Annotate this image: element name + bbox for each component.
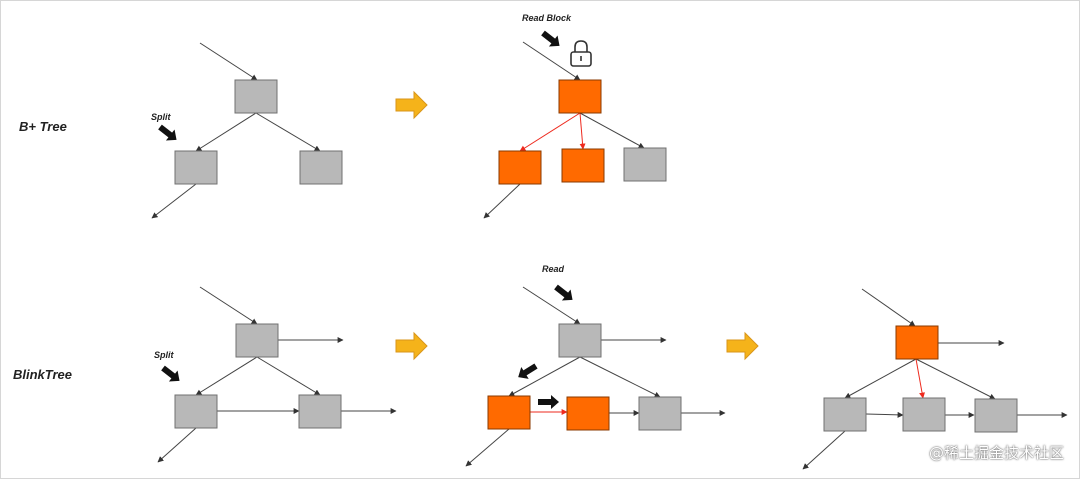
red-edge (915, 358, 925, 399)
edge (522, 41, 581, 81)
middle-child-node (902, 397, 946, 432)
edge (522, 286, 581, 325)
new-sibling-node-orange (566, 396, 610, 431)
annotation-read: Read (542, 264, 565, 274)
blink-read-panel (465, 284, 726, 467)
right-child-node (974, 398, 1018, 433)
edge (199, 42, 258, 81)
left-child-node (823, 397, 867, 432)
right-child-node (299, 150, 343, 185)
root-node (234, 79, 278, 114)
annotation-split-bplus: Split (151, 112, 171, 122)
edge (861, 288, 916, 327)
bplus-read-block-panel (483, 30, 667, 219)
edge (802, 430, 846, 470)
edge (199, 286, 258, 325)
edge (915, 358, 996, 400)
annotation-split-blink: Split (154, 350, 174, 360)
step-arrow-icon (726, 331, 759, 361)
pointer-arrow-icon (538, 395, 559, 409)
blink-split-panel (157, 286, 397, 463)
root-node (235, 323, 279, 358)
watermark: @稀土掘金技术社区 (928, 444, 1064, 462)
red-edge (519, 112, 581, 152)
row-label-blink: BlinkTree (13, 367, 73, 382)
edge (256, 356, 321, 396)
edge (255, 112, 321, 152)
root-node-locked (558, 79, 602, 114)
edge (483, 183, 521, 219)
edge (508, 356, 581, 397)
bplus-split-panel (151, 42, 343, 219)
pointer-arrow-icon (541, 30, 560, 47)
edge (844, 358, 917, 399)
left-child-node-orange (487, 395, 531, 430)
step-arrow-icon (395, 331, 428, 361)
left-child-node-orange (498, 150, 542, 185)
row-label-bplus: B+ Tree (19, 119, 67, 134)
annotation-read-block: Read Block (522, 13, 572, 23)
red-edge (579, 112, 586, 150)
blink-result-panel (802, 288, 1068, 470)
pointer-arrow-icon (518, 363, 538, 379)
root-node-orange (895, 325, 939, 360)
left-child-node (174, 150, 218, 185)
root-node (558, 323, 602, 358)
edge (579, 112, 645, 149)
edge (465, 428, 510, 467)
right-child-node (298, 394, 342, 429)
pointer-arrow-icon (161, 365, 180, 382)
middle-child-node-orange (561, 148, 605, 183)
edge (157, 427, 197, 463)
edge (579, 356, 661, 398)
right-child-node (638, 396, 682, 431)
pointer-arrow-icon (158, 124, 177, 141)
pointer-arrow-icon (554, 284, 573, 301)
edge (195, 112, 257, 152)
lock-icon (570, 40, 592, 67)
edge (865, 411, 904, 418)
edge (151, 183, 197, 219)
right-child-node (623, 147, 667, 182)
edge (195, 356, 258, 396)
left-child-node (174, 394, 218, 429)
step-arrow-icon (395, 90, 428, 120)
